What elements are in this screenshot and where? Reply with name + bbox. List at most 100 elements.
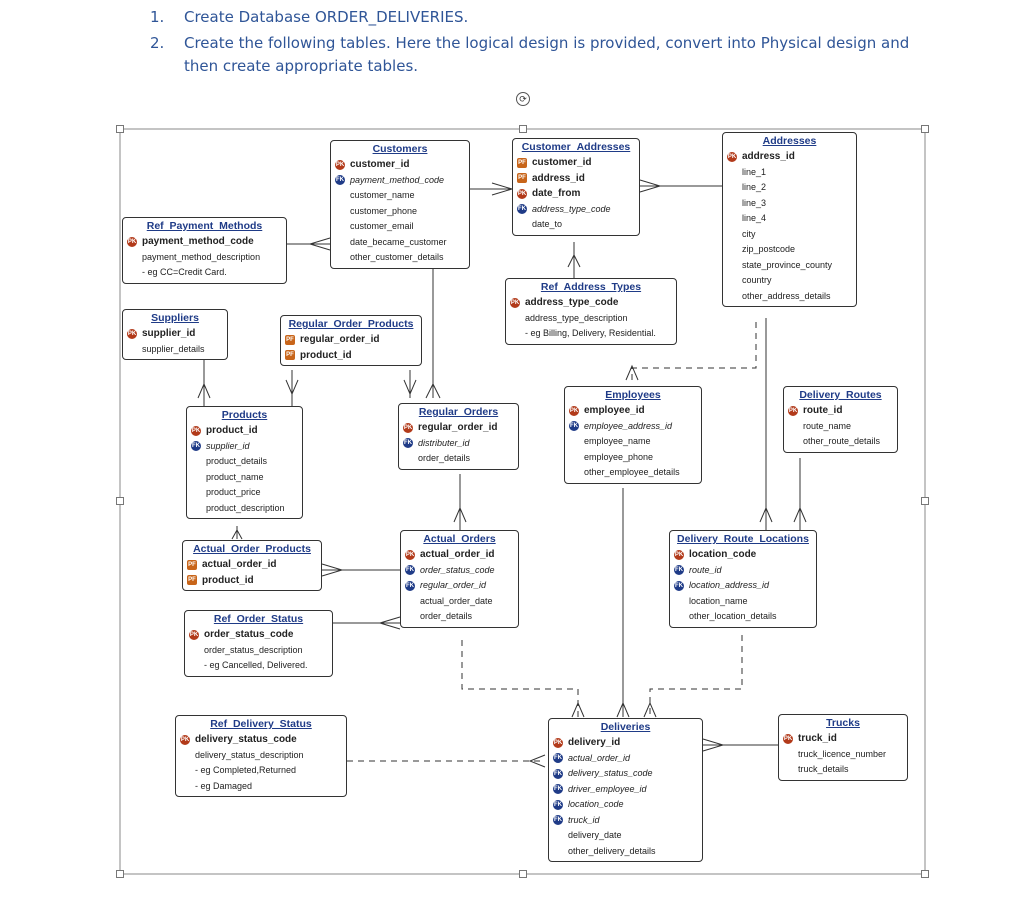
fk-key-icon: FK <box>553 753 563 764</box>
field-row: country <box>727 273 852 289</box>
field-name: truck_id <box>798 733 837 744</box>
field-row: order_status_description <box>189 643 328 659</box>
field-row: order_details <box>403 451 514 467</box>
resize-handle[interactable] <box>116 870 124 878</box>
field-row: payment_method_description <box>127 250 282 266</box>
pk-key-icon: PK <box>569 405 579 416</box>
field-row: other_location_details <box>674 609 812 625</box>
crow-foot-marker <box>453 506 467 523</box>
entity-title: Trucks <box>826 717 860 729</box>
fk-key-icon: FK <box>674 565 684 576</box>
field-name: date_became_customer <box>350 236 447 247</box>
field-name: employee_phone <box>584 451 654 462</box>
entity-title: Actual_Order_Products <box>193 543 311 555</box>
field-row: supplier_details <box>127 342 223 358</box>
rotate-handle-icon[interactable]: ⟳ <box>516 92 530 106</box>
crow-foot-marker <box>197 382 211 399</box>
resize-handle[interactable] <box>116 497 124 505</box>
field-name: payment_method_code <box>350 174 445 185</box>
pk-key-icon: PK <box>405 549 415 560</box>
crow-foot-marker <box>571 701 585 718</box>
fk-key-icon: FK <box>569 421 579 432</box>
field-name: - eg Cancelled, Delivered. <box>204 660 308 670</box>
field-name: other_delivery_details <box>568 845 656 856</box>
field-row: truck_licence_number <box>783 747 903 763</box>
pf-key-icon: PF <box>517 173 527 184</box>
field-name: product_id <box>300 349 352 361</box>
field-name: address_id <box>532 172 585 184</box>
fk-key-icon: FK <box>553 815 563 826</box>
fk-key-icon: FK <box>191 441 201 452</box>
field-name: supplier_id <box>142 328 196 339</box>
resize-handle[interactable] <box>116 125 124 133</box>
field-row: employee_phone <box>569 450 697 466</box>
field-row: other_delivery_details <box>553 844 698 860</box>
resize-handle[interactable] <box>519 870 527 878</box>
field-row: line_4 <box>727 211 852 227</box>
field-row: - eg CC=Credit Card. <box>127 265 282 281</box>
fk-key-icon: FK <box>405 580 415 591</box>
field-name: payment_method_description <box>142 251 261 262</box>
pk-key-icon: PK <box>127 236 137 247</box>
field-name: supplier_details <box>142 343 205 354</box>
resize-handle[interactable] <box>519 125 527 133</box>
pk-key-icon: PK <box>553 737 563 748</box>
field-name: country <box>742 275 772 285</box>
entity-title: Actual_Orders <box>423 533 496 545</box>
entity-title: Ref_Order_Status <box>213 613 304 625</box>
pf-key-icon: PF <box>187 559 197 570</box>
entity-title: Ref_Address_Types <box>540 281 642 293</box>
entity-title: Products <box>221 409 268 421</box>
crow-foot-marker <box>616 701 630 718</box>
field-name: actual_order_date <box>420 595 493 606</box>
field-name: product_name <box>206 471 264 482</box>
pk-key-icon: PK <box>517 188 527 199</box>
resize-handle[interactable] <box>921 125 929 133</box>
field-row: customer_phone <box>335 204 465 220</box>
pk-key-icon: PK <box>335 159 345 170</box>
field-row: line_1 <box>727 165 852 181</box>
field-row: actual_order_date <box>405 594 514 610</box>
field-name: other_customer_details <box>350 252 444 262</box>
pk-key-icon: PK <box>189 629 199 640</box>
crow-foot-marker <box>643 701 657 718</box>
field-row: customer_name <box>335 188 465 204</box>
field-row: route_name <box>788 419 893 435</box>
crow-foot-marker <box>567 253 581 268</box>
entity-title: Delivery_Route_Locations <box>677 533 809 545</box>
crow-foot-marker <box>231 528 243 540</box>
resize-handle[interactable] <box>921 870 929 878</box>
field-name: supplier_id <box>206 440 250 451</box>
resize-handle[interactable] <box>921 497 929 505</box>
crow-foot-marker <box>702 738 725 752</box>
field-row: - eg Billing, Delivery, Residential. <box>510 326 672 342</box>
